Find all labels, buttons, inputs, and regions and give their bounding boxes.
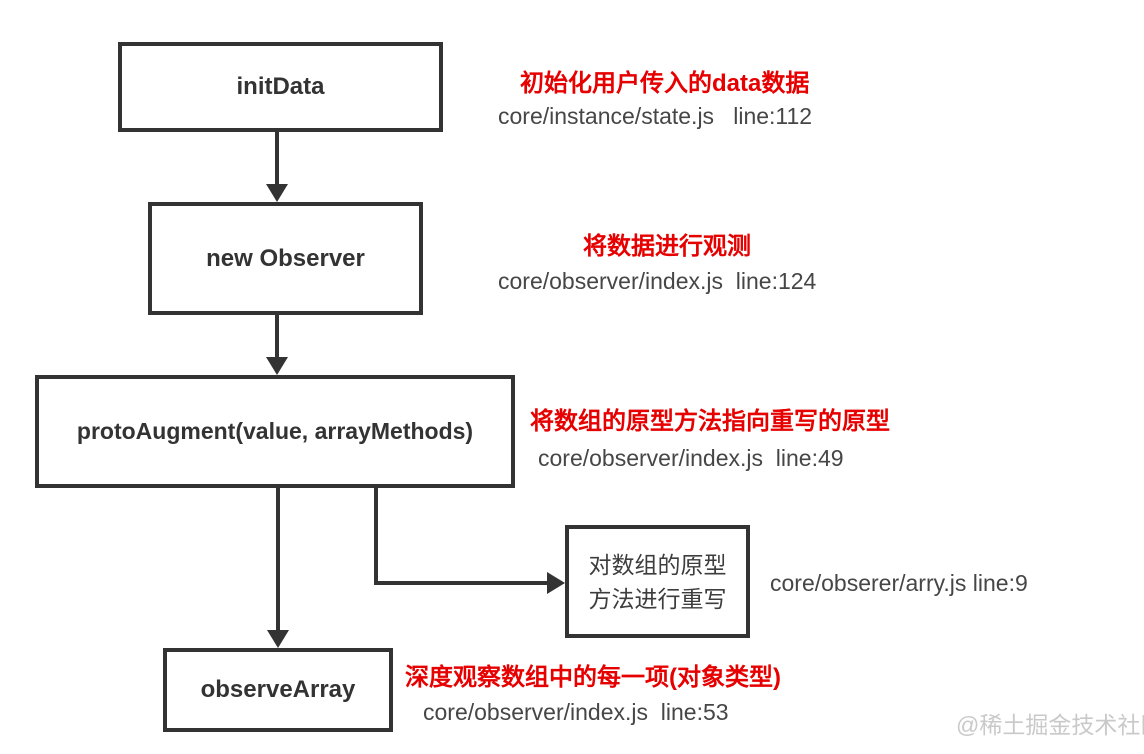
annotation-observer-note: 将数据进行观测 xyxy=(583,233,751,260)
annotation-initdata-path: core/instance/state.js line:112 xyxy=(498,103,813,129)
annotation-observearray-note: 深度观察数组中的每一项(对象类型) xyxy=(405,664,781,691)
node-observe-array: observeArray xyxy=(163,648,393,732)
node-initdata-label: initData xyxy=(236,73,325,100)
annotation-observearray-path: core/observer/index.js line:53 xyxy=(423,699,729,725)
arrowhead-right-icon xyxy=(547,572,565,594)
annotation-observer-path: core/observer/index.js line:124 xyxy=(498,268,817,294)
arrowhead-down-icon xyxy=(267,630,289,648)
node-proto-augment: protoAugment(value, arrayMethods) xyxy=(35,375,515,488)
annotation-protoaugment-note: 将数组的原型方法指向重写的原型 xyxy=(530,408,890,435)
node-rewrite-array-proto: 对数组的原型方法进行重写 xyxy=(565,525,750,638)
watermark: @稀土掘金技术社区 xyxy=(956,712,1144,738)
node-new-observer: new Observer xyxy=(148,202,423,315)
node-new-observer-label: new Observer xyxy=(206,244,365,272)
annotation-initdata-note: 初始化用户传入的data数据 xyxy=(520,70,810,97)
arrow-protoaugment-to-rewrite-vertical xyxy=(374,488,378,585)
annotation-protoaugment-path: core/observer/index.js line:49 xyxy=(538,445,844,471)
annotation-rewrite-path: core/obserer/arry.js line:9 xyxy=(770,570,1028,596)
arrow-observer-to-protoaugment xyxy=(275,315,279,359)
arrowhead-down-icon xyxy=(266,184,288,202)
node-rewrite-array-proto-label: 对数组的原型方法进行重写 xyxy=(588,551,727,612)
node-initdata: initData xyxy=(118,42,443,132)
arrow-initdata-to-observer xyxy=(275,132,279,186)
arrow-protoaugment-to-observearray xyxy=(276,488,280,632)
arrow-protoaugment-to-rewrite-horizontal xyxy=(374,581,549,585)
arrowhead-down-icon xyxy=(266,357,288,375)
node-observe-array-label: observeArray xyxy=(200,676,356,703)
node-proto-augment-label: protoAugment(value, arrayMethods) xyxy=(76,418,474,444)
